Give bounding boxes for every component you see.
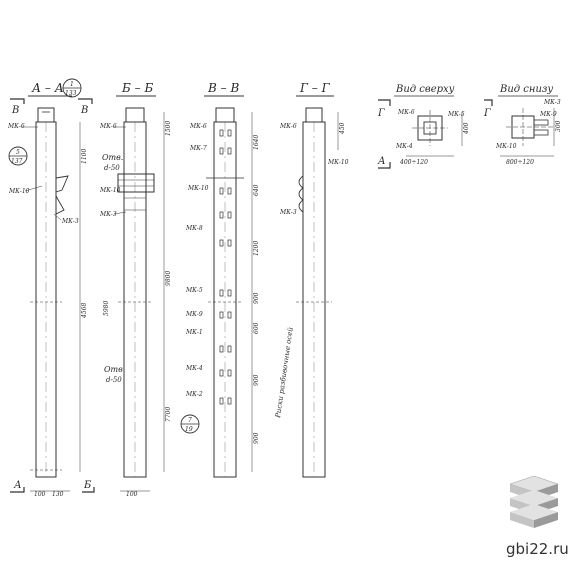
column-b-b: Б – Б МК-6 Отв. d-50 МК-10 МК-3 Отв. d-5… bbox=[99, 81, 172, 498]
callout-7-top: 7 bbox=[188, 417, 192, 424]
section-title-v: В – В bbox=[207, 81, 239, 95]
dim-400-120: 400÷120 bbox=[399, 159, 428, 166]
top-view: Вид сверху Г МК-6 МК-5 МК-4 400÷120 400 … bbox=[377, 84, 470, 169]
section-title-b: Б – Б bbox=[121, 81, 153, 95]
hole-dia-1: d-50 bbox=[104, 164, 120, 172]
cut-mark-b-bottom: Б bbox=[83, 480, 92, 491]
mk10-label-b: МК-10 bbox=[99, 187, 121, 194]
hole-dia-2: d-50 bbox=[106, 376, 122, 384]
mk10-label-bottom-view: МК-10 bbox=[495, 143, 517, 150]
mk5-label-top: МК-5 bbox=[447, 111, 465, 118]
mk1-label-v: МК-1 bbox=[185, 329, 203, 336]
dim-900-b: 900 bbox=[253, 374, 260, 386]
dim-4568: 4568 bbox=[81, 303, 88, 319]
cut-mark-a-bottom: А bbox=[13, 480, 22, 491]
dim-5980: 5980 bbox=[103, 301, 110, 316]
cut-mark-g-left: Г bbox=[377, 108, 385, 119]
dim-1500: 1500 bbox=[165, 121, 172, 136]
dim-800-120: 800÷120 bbox=[506, 159, 534, 166]
callout-5-bottom: 137 bbox=[11, 158, 23, 165]
dim-1100-a: 1100 bbox=[81, 149, 88, 164]
dim-100-a: 100 bbox=[34, 491, 46, 498]
hole-label-2: Отв. bbox=[104, 365, 125, 374]
dim-450: 450 bbox=[339, 122, 346, 135]
cut-mark-v-left: В bbox=[11, 105, 19, 116]
mk6-label-b: МК-6 bbox=[99, 123, 117, 130]
dim-300: 300 bbox=[555, 120, 562, 132]
mk3-label-b: МК-3 bbox=[99, 211, 117, 218]
view-bottom-title: Вид снизу bbox=[499, 84, 553, 95]
mk9-label-bottom-view: МК-9 bbox=[539, 111, 557, 118]
cut-mark-v-right: В bbox=[80, 105, 88, 116]
mk6-label-v: МК-6 bbox=[189, 123, 207, 130]
column-v-v: В – В МК-6 МК-7 МК-10 МК-8 МК-5 МК-9 bbox=[180, 81, 295, 478]
mk8-label-v: МК-8 bbox=[185, 225, 203, 232]
dim-9800: 9800 bbox=[165, 271, 172, 286]
mk4-label-v: МК-4 bbox=[185, 365, 203, 372]
callout-1-bottom: 133 bbox=[65, 90, 77, 97]
mk10-label-g: МК-10 bbox=[327, 159, 349, 166]
mk10-label-a: МК-10 bbox=[8, 188, 30, 195]
column-g-g: Г – Г МК-6 МК-10 МК-3 450 bbox=[279, 81, 349, 478]
hole-label-1: Отв. bbox=[102, 153, 123, 162]
mk9-label-v: МК-9 bbox=[185, 311, 203, 318]
section-title-g: Г – Г bbox=[299, 81, 331, 95]
dim-900-c: 900 bbox=[253, 432, 260, 444]
callout-5-top: 5 bbox=[16, 149, 20, 156]
mk3-label-g: МК-3 bbox=[279, 209, 297, 216]
mk4-label-top: МК-4 bbox=[395, 143, 413, 150]
mk10-label-v: МК-10 bbox=[187, 185, 209, 192]
cut-mark-g-right: Г bbox=[483, 108, 491, 119]
dim-640: 640 bbox=[253, 184, 260, 196]
dim-100-b: 100 bbox=[126, 491, 138, 498]
mk5-label-v: МК-5 bbox=[185, 287, 203, 294]
section-title-a: А – А bbox=[31, 81, 64, 95]
rotated-note: Риски разбивочные осей bbox=[274, 326, 295, 419]
dim-130: 130 bbox=[52, 491, 64, 498]
mk6-label-g: МК-6 bbox=[279, 123, 297, 130]
dim-7700: 7700 bbox=[165, 407, 172, 422]
mk6-label-top: МК-6 bbox=[397, 109, 415, 116]
dim-1200: 1200 bbox=[253, 241, 260, 256]
dim-900-a: 900 bbox=[253, 292, 260, 304]
cut-mark-a-top: А bbox=[377, 156, 386, 167]
logo-icon bbox=[509, 475, 559, 528]
dim-1640: 1640 bbox=[253, 135, 260, 150]
mk2-label-v: МК-2 bbox=[185, 391, 203, 398]
mk7-label-v: МК-7 bbox=[189, 145, 207, 152]
callout-7-bottom: 19 bbox=[185, 426, 193, 433]
mk3-label-a: МК-3 bbox=[61, 218, 79, 225]
callout-1-top: 1 bbox=[70, 81, 74, 88]
column-a-a: А – А 1 133 В В МК-6 5 137 МК-10 МК-3 bbox=[7, 78, 95, 498]
dim-400: 400 bbox=[463, 122, 470, 135]
watermark-text: gbi22.ru bbox=[506, 540, 569, 558]
bottom-view: Вид снизу МК-3 МК-9 МК-10 800÷120 300 Г bbox=[483, 84, 562, 166]
mk3-label-bottom-view: МК-3 bbox=[543, 99, 561, 106]
mk6-label-a: МК-6 bbox=[7, 123, 25, 130]
dim-600: 600 bbox=[253, 322, 260, 334]
view-top-title: Вид сверху bbox=[395, 84, 455, 95]
